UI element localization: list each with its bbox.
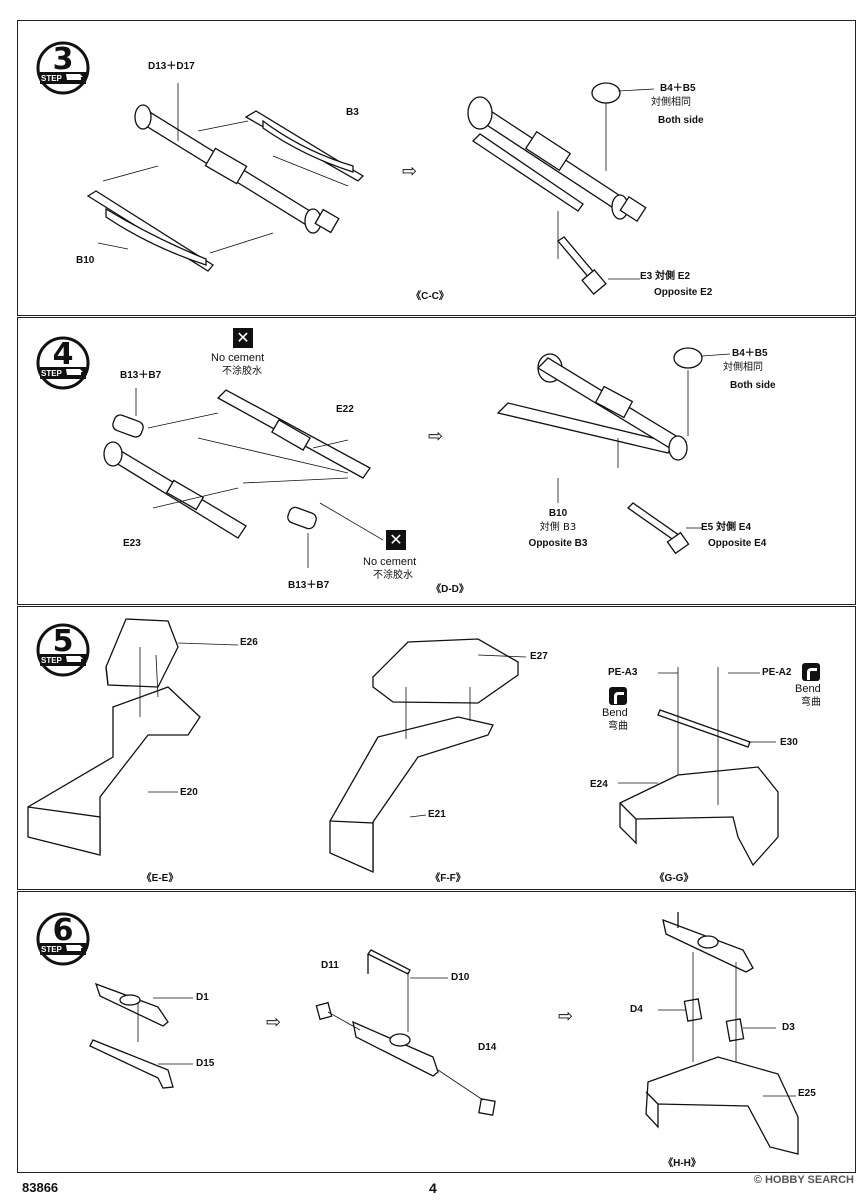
step-word: STEP [41, 369, 62, 378]
step-number: 6 [52, 913, 74, 948]
label-e3: E3 対側 E2 [640, 271, 691, 282]
label-bend-left-cn: 弯曲 [608, 721, 628, 732]
step-6-panel: 6 STEP [17, 891, 856, 1173]
step-number: 4 [52, 337, 74, 372]
step-4-drawing [103, 347, 731, 568]
step-6-drawing [89, 912, 799, 1155]
label-d11: D11 [321, 960, 339, 971]
watermark: © HOBBY SEARCH [753, 1174, 854, 1186]
step-badge-circle-icon [36, 336, 90, 390]
label-d13-d17: D13＋D17 [148, 61, 195, 72]
label-b13-b7-bottom: B13＋B7 [288, 580, 330, 591]
label-d4: D4 [630, 1004, 643, 1015]
step-4-panel: 4 STEP [17, 317, 856, 605]
label-bend-right-cn: 弯曲 [801, 697, 821, 708]
step-badge-circle-icon [36, 41, 90, 95]
label-b13-b7-top: B13＋B7 [120, 370, 162, 381]
label-pe-a2: PE-A2 [762, 667, 792, 678]
label-no-cement-bottom-cn: 不涂胶水 [373, 570, 413, 581]
label-d3: D3 [782, 1022, 795, 1033]
step-3-badge: 3 STEP [36, 41, 90, 95]
label-b4-b5-cn: 対側相同 [723, 362, 763, 373]
label-e21: E21 [428, 809, 446, 820]
label-d10: D10 [451, 972, 470, 983]
label-e27: E27 [530, 651, 548, 662]
section-e-e: 《E-E》 [141, 873, 179, 884]
label-bend-left: Bend [602, 707, 628, 719]
bend-icon [609, 687, 627, 705]
label-e20: E20 [180, 787, 198, 798]
label-b10: B10 [548, 508, 568, 519]
step-word: STEP [41, 74, 62, 83]
step-6-badge: 6 STEP [36, 912, 90, 966]
label-b4-b5-en: Both side [658, 115, 704, 126]
page-number: 4 [429, 1180, 437, 1196]
label-b4-b5-cn: 対側相同 [651, 97, 691, 108]
label-b3: B3 [346, 107, 359, 118]
label-bend-right: Bend [795, 683, 821, 695]
next-arrow-icon: ⇨ [266, 1012, 282, 1033]
section-d-d: 《D-D》 [431, 584, 469, 595]
step-word: STEP [41, 656, 62, 665]
section-c-c: 《C-C》 [411, 291, 449, 302]
no-cement-x-icon: ✕ [386, 530, 406, 550]
step-3-panel: 3 STEP [17, 20, 856, 316]
label-e23: E23 [123, 538, 141, 549]
next-arrow-icon: ⇨ [428, 426, 444, 447]
kit-code: 83866 [22, 1180, 59, 1195]
label-b10: B10 [76, 255, 95, 266]
next-arrow-icon: ⇨ [558, 1006, 574, 1027]
label-b10-en: Opposite B3 [528, 538, 588, 549]
step-5-panel: 5 STEP [17, 606, 856, 890]
label-no-cement-top-cn: 不涂胶水 [222, 366, 262, 377]
label-b4-b5-en: Both side [730, 380, 776, 391]
label-b4-b5: B4＋B5 [660, 83, 696, 94]
label-no-cement-bottom: No cement [363, 556, 417, 568]
step-number: 3 [52, 42, 74, 77]
label-d15: D15 [196, 1058, 215, 1069]
step-word: STEP [41, 945, 62, 954]
step-badge-circle-icon [36, 912, 90, 966]
step-5-badge: 5 STEP [36, 623, 90, 677]
label-e25: E25 [798, 1088, 816, 1099]
label-no-cement-top: No cement [211, 352, 265, 364]
label-e24: E24 [590, 779, 608, 790]
section-h-h: 《H-H》 [663, 1158, 701, 1169]
step-number: 5 [52, 624, 74, 659]
no-cement-x-icon: ✕ [233, 328, 253, 348]
step-5-drawing [27, 618, 779, 873]
next-arrow-icon: ⇨ [402, 161, 418, 182]
section-g-g: 《G-G》 [654, 873, 694, 884]
label-d14: D14 [478, 1042, 497, 1053]
bend-icon [802, 663, 820, 681]
step-badge-circle-icon [36, 623, 90, 677]
label-e26: E26 [240, 637, 258, 648]
step-3-drawing [86, 82, 655, 295]
label-e3-en: Opposite E2 [654, 287, 713, 298]
label-b10-cn: 対側 B3 [539, 522, 577, 533]
label-d1: D1 [196, 992, 209, 1003]
label-e22: E22 [336, 404, 354, 415]
section-f-f: 《F-F》 [430, 873, 466, 884]
label-b4-b5: B4＋B5 [732, 348, 768, 359]
label-e30: E30 [780, 737, 798, 748]
label-e5: E5 対側 E4 [701, 522, 752, 533]
label-pe-a3: PE-A3 [608, 667, 638, 678]
step-4-badge: 4 STEP [36, 336, 90, 390]
label-e5-en: Opposite E4 [708, 538, 767, 549]
